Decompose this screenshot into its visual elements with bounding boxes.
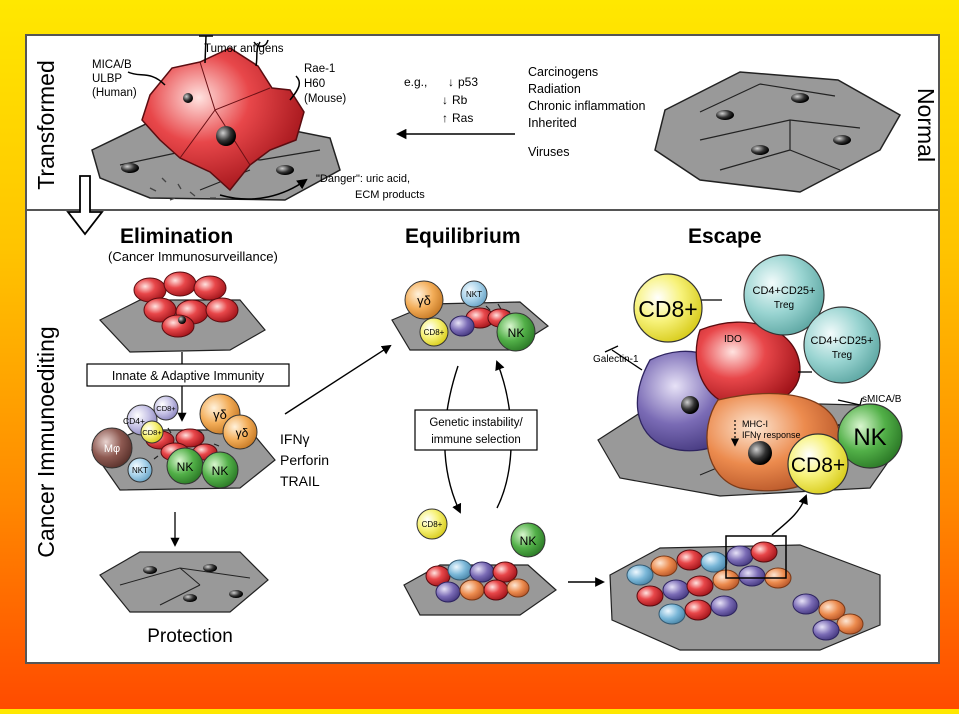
innate-adaptive-box — [86, 363, 290, 387]
equilibrium-top-cluster — [391, 280, 550, 352]
elimination-tumor — [99, 271, 266, 353]
immunoediting-side-label: Cancer Immunoediting — [33, 326, 59, 557]
rb-label: Rb — [452, 93, 468, 107]
nk-cell-label: NK — [853, 424, 886, 451]
nkt-cell-label: NKT — [466, 290, 482, 299]
gamma-delta-label: γδ — [213, 407, 227, 422]
genetic-instability-label: Genetic instability/ — [429, 417, 523, 429]
human-ligands-label: MICA/B ULBP (Human) — [92, 59, 137, 99]
cd8-cell — [416, 508, 448, 540]
zoom-frame — [725, 535, 787, 579]
innate-adaptive-label: Innate & Adaptive Immunity — [112, 369, 265, 383]
treg-label-line2: Treg — [832, 350, 852, 361]
cd8-cell-label: CD8+ — [156, 404, 176, 413]
tumor-antigens-label: Tumor antigens — [204, 43, 284, 55]
nkt-cell-label: NKT — [132, 466, 148, 475]
elimination-to-equilibrium-arrow — [284, 344, 392, 415]
nk-cell-label: NK — [212, 464, 229, 478]
danger-label-line2: ECM products — [355, 189, 425, 201]
protection-label: Protection — [147, 626, 233, 647]
cd4-cell-label: CD4+ — [123, 416, 145, 426]
elimination-title: Elimination — [120, 225, 233, 248]
arrow-down-icon: ↓ — [448, 75, 454, 89]
cd8-cell-label: CD8+ — [791, 454, 845, 477]
treg-label-line2: Treg — [774, 300, 794, 311]
cd8-cell-label: CD8+ — [422, 520, 443, 529]
nk-cell-label: NK — [520, 534, 537, 548]
cd8-cell-label: CD8+ — [638, 296, 697, 322]
genetic-instability-box — [414, 409, 538, 451]
p53-label: p53 — [458, 75, 478, 89]
smica-label: sMICA/B — [862, 394, 902, 405]
cd8-cell-label: CD8+ — [424, 328, 445, 337]
normal-side-label: Normal — [913, 88, 939, 162]
ido-label: IDO — [724, 334, 742, 345]
effector-molecules: IFNγ Perforin TRAIL — [280, 431, 333, 489]
transformed-tissue — [91, 35, 341, 201]
transformation-causes: Carcinogens Radiation Chronic inflammati… — [528, 65, 649, 159]
nk-cell-label: NK — [508, 326, 525, 340]
mhc1-label: MHC-I — [742, 419, 768, 429]
galectin-label: Galectin-1 — [593, 354, 639, 365]
nk-cell-label: NK — [177, 460, 194, 474]
mutations-list: e.g., ↓ p53 ↓ Rb ↑ Ras — [404, 75, 478, 125]
hollow-down-arrow-icon — [66, 175, 104, 236]
equilibrium-title: Equilibrium — [405, 225, 521, 248]
treg-label-line1: CD4+CD25+ — [753, 285, 816, 297]
eg-label: e.g., — [404, 75, 427, 89]
protected-tissue — [99, 551, 269, 613]
escape-tumor-mass — [609, 535, 881, 651]
arrow-up-icon: ↑ — [442, 111, 448, 125]
arrow-down-icon: ↓ — [442, 93, 448, 107]
transformed-side-label: Transformed — [33, 60, 59, 190]
nk-cell — [510, 522, 546, 558]
mouse-ligands-label: Rae-1 H60 (Mouse) — [304, 63, 346, 105]
cd8-cell-label: CD8+ — [142, 428, 162, 437]
gamma-delta-label: γδ — [236, 426, 249, 440]
immune-selection-label: immune selection — [431, 434, 520, 446]
danger-label-line1: "Danger": uric acid, — [316, 173, 410, 185]
escape-detail — [597, 254, 903, 497]
elimination-subtitle: (Cancer Immunosurveillance) — [108, 249, 278, 264]
gamma-delta-label: γδ — [417, 293, 431, 308]
ras-label: Ras — [452, 111, 473, 125]
macrophage-label: Mφ — [104, 443, 120, 455]
escape-title: Escape — [688, 225, 762, 248]
normal-tissue — [654, 71, 902, 193]
elimination-immune-attack — [91, 393, 276, 491]
ifn-response-label: IFNγ response — [742, 430, 801, 440]
equilibrium-heterogeneous-tumor — [403, 559, 557, 616]
treg-label-line1: CD4+CD25+ — [811, 335, 874, 347]
